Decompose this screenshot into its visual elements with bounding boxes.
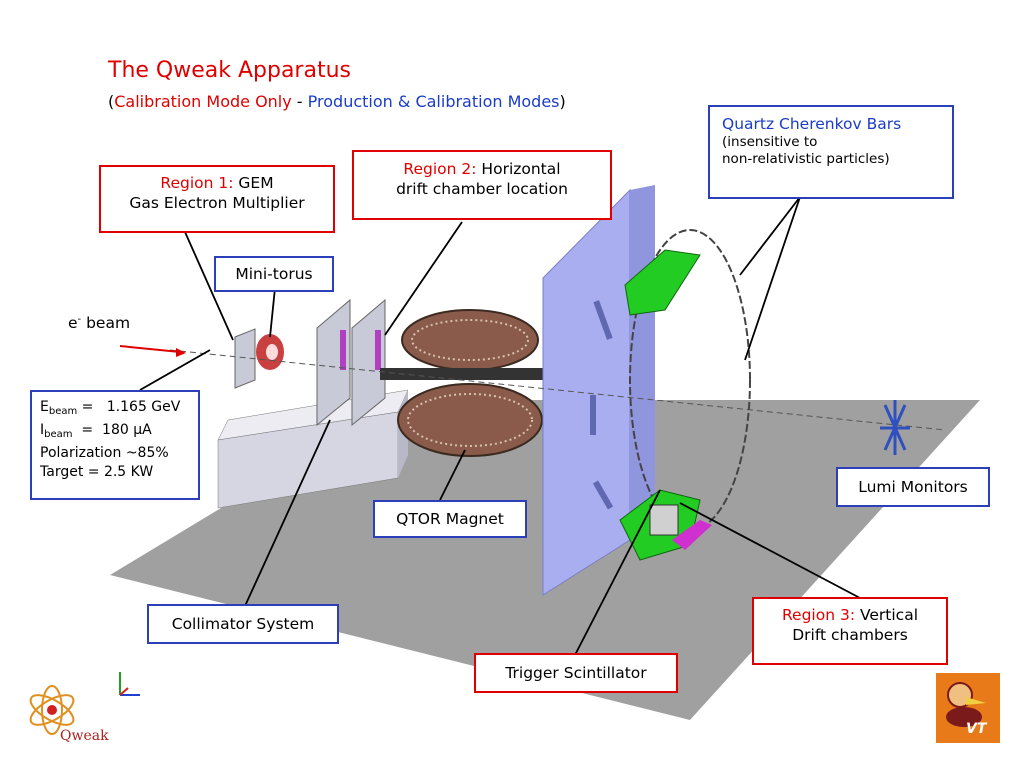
region1-name: GEM [233,174,274,192]
region3-description: Drift chambers [792,626,908,644]
lumi-label: Lumi Monitors [858,478,968,496]
beam-arrow [119,345,181,353]
minitorus-label-box: Mini-torus [214,256,334,292]
quartz-label-box: Quartz Cherenkov Bars (insensitive to no… [708,105,954,199]
beam-arrow-head [176,348,186,357]
region3-detector [619,249,712,561]
region1-prefix: Region 1: [160,174,234,192]
region2-description: drift chamber location [396,180,568,198]
beam-polarization: Polarization ~85% [40,445,169,461]
quartz-line2: non-relativistic particles) [722,151,890,167]
quartz-title: Quartz Cherenkov Bars [722,115,902,133]
qtor-coils [380,309,550,457]
region2-label-box: Region 2: Horizontal drift chamber locat… [352,150,612,220]
shield-wall-side [630,185,655,540]
subtitle-open: ( [108,92,115,111]
ebeam-base: e [68,314,78,332]
lumi-monitor-shape [880,400,910,455]
trigger-label-box: Trigger Scintillator [474,653,678,693]
beam-target: Target = 2.5 KW [40,464,154,480]
subtitle-calibration-mode: Calibration Mode Only [114,92,292,111]
qtor-label: QTOR Magnet [396,510,504,528]
wall-slot-3 [592,480,614,510]
beam-energy: Ebeam = 1.165 GeV [40,399,181,417]
quartz-line1: (insensitive to [722,134,818,150]
region3-prefix: Region 3: [781,606,856,624]
vt-logo-text: VT [966,721,987,737]
region2-name: Horizontal [476,160,561,178]
ebeam-word: beam [81,314,131,332]
beam-parameters-box: Ebeam = 1.165 GeV Ibeam = 180 μA Polariz… [30,390,200,500]
region2-prefix: Region 2: [403,160,477,178]
page-title: The Qweak Apparatus [108,58,351,83]
qtor-label-box: QTOR Magnet [373,500,527,538]
qweak-logo: Qweak [22,680,117,750]
page-subtitle: (Calibration Mode Only - Production & Ca… [108,92,566,111]
lumi-label-box: Lumi Monitors [836,467,990,507]
region3-name: Vertical [855,606,919,624]
qweak-logo-text: Qweak [60,728,109,744]
wall-slot-2 [590,395,596,435]
leader-lines [139,196,861,656]
region3-label-box: Region 3: Vertical Drift chambers [752,597,948,665]
qweak-logo-icon [29,685,75,735]
axis-icon [119,672,140,696]
hokie-bird-icon [946,682,986,727]
collimator-label-box: Collimator System [147,604,339,644]
vt-logo: VT [936,673,1000,743]
shield-wall-front [542,188,631,596]
gem-plate [234,328,256,389]
trigger-label: Trigger Scintillator [505,664,647,682]
collimator-label: Collimator System [171,615,315,633]
region1-label-box: Region 1: GEM Gas Electron Multiplier [99,165,335,233]
region1-description: Gas Electron Multiplier [129,194,305,212]
minitorus-hole [266,344,278,360]
collimator-magenta-1 [340,330,346,370]
subtitle-separator: - [291,92,308,111]
ebeam-sup: - [77,314,82,325]
ebeam-label: e- beam [68,314,130,332]
subtitle-close: ) [559,92,566,111]
subtitle-production-mode: Production & Calibration Modes [307,92,560,111]
wall-slot-1 [593,300,613,340]
minitorus-label: Mini-torus [235,265,313,283]
beam-current: Ibeam = 180 μA [40,422,152,440]
collimator-magenta-2 [375,330,381,370]
